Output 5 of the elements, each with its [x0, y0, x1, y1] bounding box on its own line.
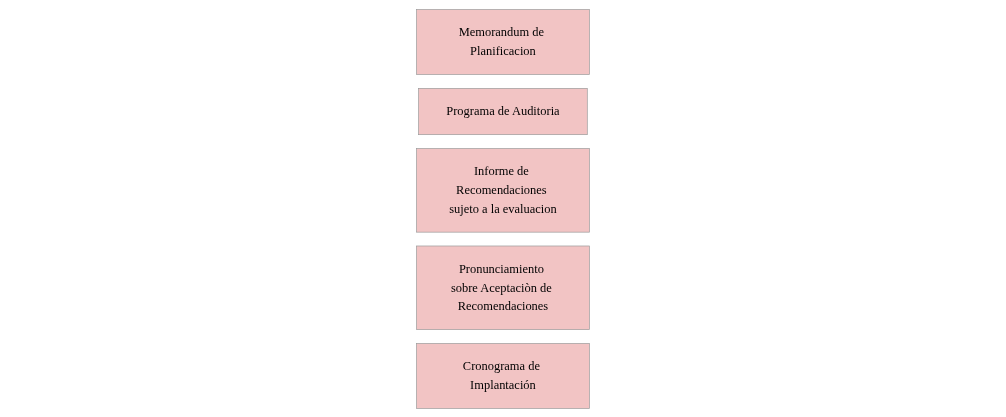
node-box: Cronograma de Implantación	[416, 342, 590, 409]
node-box: Programa de Auditoria	[418, 87, 588, 135]
node-box: Pronunciamiento sobre Aceptaciòn de Recomendaciones	[416, 245, 590, 330]
node-box: Memorandum de Planificacion	[416, 8, 590, 75]
node-box: Informe de Recomendaciones sujeto a la evaluacion	[416, 147, 590, 232]
